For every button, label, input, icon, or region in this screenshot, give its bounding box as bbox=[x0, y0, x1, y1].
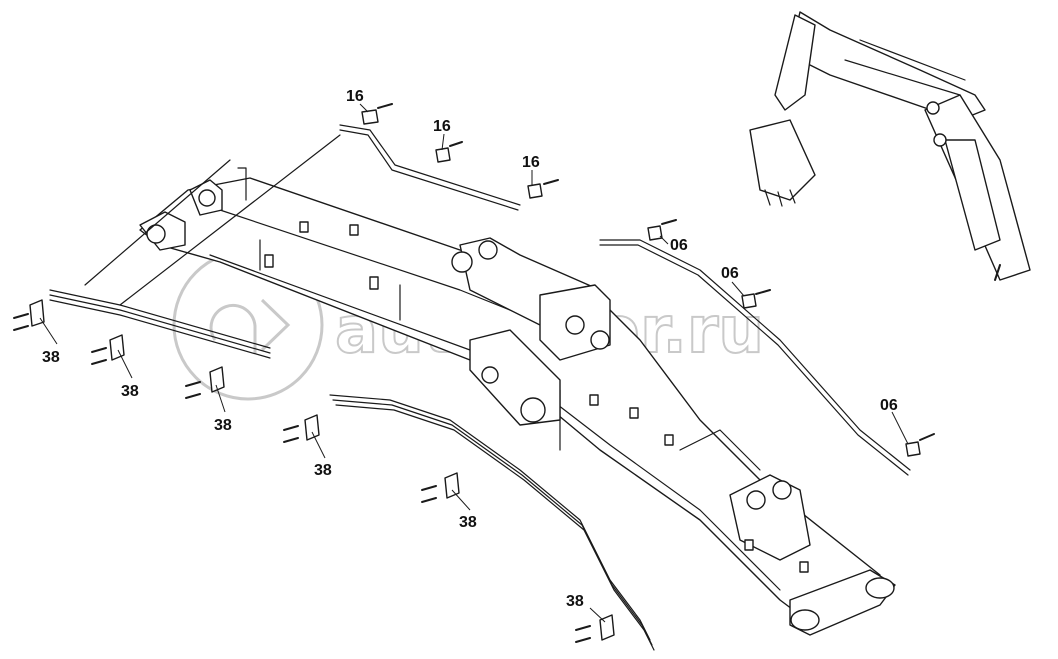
callout-06b: 06 bbox=[721, 265, 739, 282]
clamp-38b bbox=[91, 334, 125, 365]
callout-16a: 16 bbox=[346, 88, 364, 105]
boom-assembly bbox=[139, 167, 896, 636]
callout-38d: 38 bbox=[314, 462, 332, 479]
excavator-arm-reference bbox=[749, 11, 1031, 281]
clamp-16a bbox=[361, 103, 393, 125]
clamp-06a bbox=[647, 219, 677, 241]
clamps bbox=[13, 103, 935, 643]
leader-lines bbox=[39, 103, 909, 623]
clamp-38c bbox=[185, 366, 225, 399]
clamp-38d bbox=[283, 414, 320, 443]
clamp-06c bbox=[905, 433, 935, 457]
callout-38b: 38 bbox=[121, 383, 139, 400]
callout-38c: 38 bbox=[214, 417, 232, 434]
callout-16b: 16 bbox=[433, 118, 451, 135]
clamp-16b bbox=[435, 141, 463, 163]
callout-38e: 38 bbox=[459, 514, 477, 531]
hydraulic-lines bbox=[49, 124, 911, 651]
callout-38f: 38 bbox=[566, 593, 584, 610]
callout-06a: 06 bbox=[670, 237, 688, 254]
clamp-38a bbox=[13, 299, 45, 331]
callout-38a: 38 bbox=[42, 349, 60, 366]
callout-16c: 16 bbox=[522, 154, 540, 171]
clamp-38e bbox=[421, 472, 460, 503]
clamp-38f bbox=[575, 614, 615, 643]
callout-06c: 06 bbox=[880, 397, 898, 414]
clamp-16c bbox=[527, 179, 559, 199]
callout-labels: 16 16 16 06 06 06 38 38 38 38 38 38 bbox=[42, 88, 898, 610]
clamp-06b bbox=[741, 289, 771, 309]
